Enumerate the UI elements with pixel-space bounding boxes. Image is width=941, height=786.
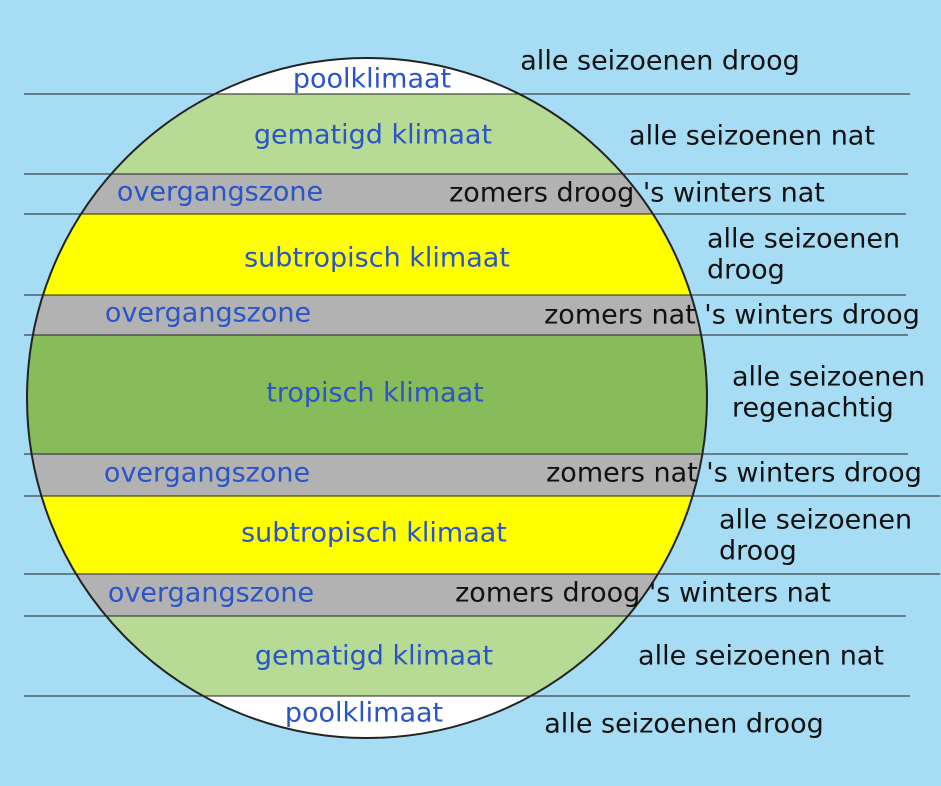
season-description: alle seizoenen droog bbox=[520, 46, 799, 77]
band-transition bbox=[27, 454, 707, 496]
band-transition bbox=[27, 295, 707, 335]
season-description: alle seizoenen bbox=[707, 224, 900, 255]
season-description: droog bbox=[707, 255, 785, 286]
band-subtropical bbox=[27, 214, 707, 295]
band-transition bbox=[27, 174, 707, 214]
season-description: alle seizoenen nat bbox=[638, 641, 884, 672]
globe-outline bbox=[26, 57, 708, 739]
zone-label: tropisch klimaat bbox=[266, 378, 483, 409]
separator-lines bbox=[24, 93, 940, 697]
band-subtropical bbox=[27, 496, 707, 574]
season-description: alle seizoenen droog bbox=[544, 709, 823, 740]
season-description: alle seizoenen bbox=[732, 362, 925, 393]
season-description: zomers nat 's winters droog bbox=[544, 300, 920, 331]
zone-label: poolklimaat bbox=[293, 64, 451, 95]
band-tropical bbox=[27, 335, 707, 454]
band-transition bbox=[27, 574, 707, 616]
zone-label: subtropisch klimaat bbox=[241, 518, 507, 549]
zone-label: overgangszone bbox=[117, 177, 323, 208]
season-description: alle seizoenen bbox=[719, 505, 912, 536]
season-description: alle seizoenen nat bbox=[629, 121, 875, 152]
season-labels: alle seizoenen droog alle seizoenen nat zo… bbox=[449, 46, 925, 740]
season-description: zomers droog 's winters nat bbox=[449, 178, 825, 209]
zone-label: overgangszone bbox=[104, 458, 310, 489]
zone-label: gematigd klimaat bbox=[255, 641, 493, 672]
zone-label: gematigd klimaat bbox=[254, 120, 492, 151]
zone-label: subtropisch klimaat bbox=[244, 243, 510, 274]
zone-labels: poolklimaat gematigd klimaat overgangszone… bbox=[104, 64, 510, 729]
season-description: droog bbox=[719, 536, 797, 567]
season-description: regenachtig bbox=[732, 393, 894, 424]
zone-label: overgangszone bbox=[105, 298, 311, 329]
season-description: zomers nat 's winters droog bbox=[546, 458, 922, 489]
zone-label: overgangszone bbox=[108, 578, 314, 609]
zone-label: poolklimaat bbox=[285, 698, 443, 729]
season-description: zomers droog 's winters nat bbox=[455, 578, 831, 609]
